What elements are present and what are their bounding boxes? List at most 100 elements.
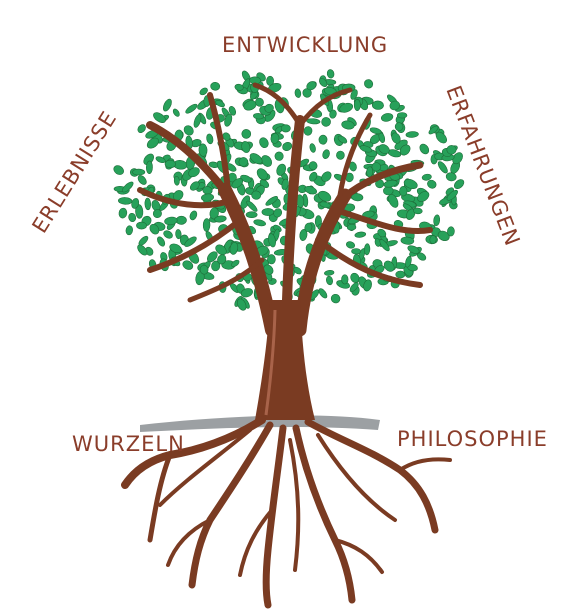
leaf [210,81,221,91]
leaf [240,174,252,183]
leaf [144,197,152,211]
leaf [152,209,162,219]
leaf [371,162,381,172]
leaf [281,178,289,190]
leaf [378,144,390,155]
leaf [172,108,180,117]
leaf [184,236,197,247]
leaf [337,135,348,144]
leaf [413,207,423,215]
leaf [131,198,140,209]
leaf [215,100,225,108]
leaf [330,293,341,304]
trunk-highlight [264,309,277,416]
leaf [215,244,227,256]
leaf [175,229,182,240]
leaf [308,161,318,171]
leaf [255,97,264,107]
leaf [309,143,316,153]
leaf [245,211,258,218]
leaf [198,143,208,157]
leaf [199,264,209,275]
leaf [264,103,274,113]
leaf [118,197,133,205]
leaf [293,266,302,275]
leaf [379,239,390,252]
leaf [350,89,358,100]
leaf [318,134,328,145]
leaf [241,129,252,139]
leaf [261,208,275,216]
leaf [419,143,430,155]
leaf [253,219,266,227]
leaf [399,186,408,197]
leaf [163,230,173,239]
roots [121,416,452,609]
leaf [153,112,166,123]
leaf [399,144,411,156]
leaf [428,125,439,135]
leaf [324,270,335,276]
leaf [201,193,214,202]
leaf [263,264,274,275]
leaf [274,151,284,161]
leaf [452,152,463,165]
leaf [353,98,361,111]
leaf [306,81,317,91]
leaf [132,168,146,176]
leaf [299,229,308,241]
leaf [261,155,272,167]
leaf [364,79,374,89]
leaf [435,131,447,144]
leaf [199,87,208,96]
leaf [396,112,408,119]
leaf [391,132,401,144]
leaf [268,233,276,248]
leaf [437,161,448,174]
leaf [405,255,412,268]
leaf [427,179,437,189]
leaf [336,150,345,160]
leaf [388,194,399,208]
leaf [217,254,227,265]
leaf [351,248,361,255]
leaf [234,83,244,91]
leaf [238,157,249,167]
leaf [318,190,332,202]
label-wurzeln: WURZELN [72,432,185,456]
leaf [241,141,251,153]
leaf [354,231,367,238]
leaf [349,161,357,172]
leaf [400,236,415,245]
leaf [189,181,200,191]
leaf [169,243,182,254]
leaf [349,282,359,293]
leaf [369,127,382,135]
leaf [383,186,394,196]
leaf [157,236,166,247]
leaf [446,189,458,201]
leaf [182,260,194,270]
leaf [185,103,198,114]
leaf [273,208,283,218]
leaf [222,132,231,141]
leaf [173,176,180,186]
leaf [206,133,214,145]
leaf [231,178,244,189]
leaf [229,242,239,255]
leaf [321,171,332,182]
leaf [270,133,280,144]
leaf [149,223,160,235]
leaf [211,260,221,272]
leaf [128,212,137,223]
leaf [394,122,404,132]
leaf [363,279,372,292]
leaf [302,88,312,98]
label-philosophie: PHILOSOPHIE [397,427,548,451]
leaf [383,260,395,272]
leaf [454,179,465,189]
leaf [121,181,134,193]
leaf [259,137,269,149]
leaf [256,168,268,180]
leaf [322,149,330,159]
